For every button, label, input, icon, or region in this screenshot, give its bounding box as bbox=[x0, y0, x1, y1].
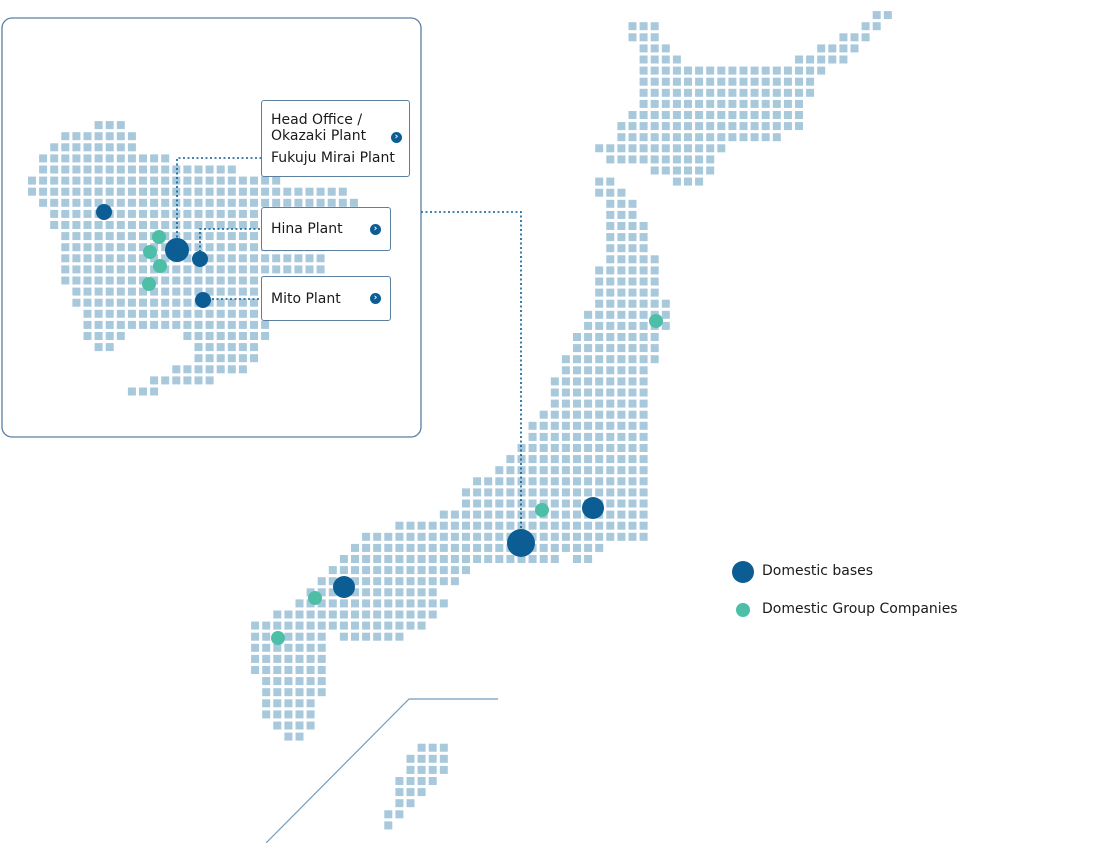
mito-plant-label[interactable]: Mito Plant › bbox=[261, 276, 391, 321]
domestic-base-marker[interactable] bbox=[507, 529, 535, 557]
domestic-base-marker[interactable] bbox=[195, 292, 211, 308]
group-company-marker[interactable] bbox=[153, 259, 167, 273]
fukuju-text: Fukuju Mirai Plant bbox=[271, 150, 395, 166]
inset-dot-grid bbox=[28, 121, 358, 396]
location-markers bbox=[96, 204, 663, 645]
domestic-base-marker[interactable] bbox=[96, 204, 112, 220]
group-company-marker[interactable] bbox=[271, 631, 285, 645]
group-company-marker[interactable] bbox=[152, 230, 166, 244]
mito-plant-text: Mito Plant bbox=[271, 291, 341, 307]
connector-head-office bbox=[176, 157, 261, 242]
hina-plant-text: Hina Plant bbox=[271, 221, 343, 237]
chevron-right-icon[interactable]: › bbox=[370, 293, 381, 304]
okinawa-separator-line bbox=[265, 698, 498, 843]
domestic-base-marker[interactable] bbox=[192, 251, 208, 267]
japan-dot-grid bbox=[251, 11, 892, 830]
domestic-base-marker[interactable] bbox=[582, 497, 604, 519]
domestic-base-marker[interactable] bbox=[333, 576, 355, 598]
connector-hina bbox=[199, 228, 261, 252]
group-company-marker[interactable] bbox=[308, 591, 322, 605]
legend-domestic-bases: Domestic bases bbox=[762, 563, 874, 579]
domestic-base-marker[interactable] bbox=[165, 238, 189, 262]
head-office-text-line1: Head Office / bbox=[271, 112, 363, 128]
chevron-right-icon[interactable]: › bbox=[391, 132, 402, 143]
chevron-right-icon[interactable]: › bbox=[370, 224, 381, 235]
connector-lines bbox=[176, 157, 522, 528]
group-company-legend-marker bbox=[736, 603, 750, 617]
group-company-marker[interactable] bbox=[535, 503, 549, 517]
head-office-label[interactable]: Head Office / Okazaki Plant › Fukuju Mir… bbox=[261, 100, 410, 177]
group-company-marker[interactable] bbox=[649, 314, 663, 328]
group-company-marker[interactable] bbox=[142, 277, 156, 291]
head-office-text-line2: Okazaki Plant bbox=[271, 128, 367, 144]
domestic-base-legend-marker bbox=[732, 561, 754, 583]
group-company-marker[interactable] bbox=[143, 245, 157, 259]
hina-plant-label[interactable]: Hina Plant › bbox=[261, 207, 391, 251]
connector-inset-to-aichi bbox=[421, 211, 522, 528]
legend-group-companies: Domestic Group Companies bbox=[762, 601, 958, 617]
